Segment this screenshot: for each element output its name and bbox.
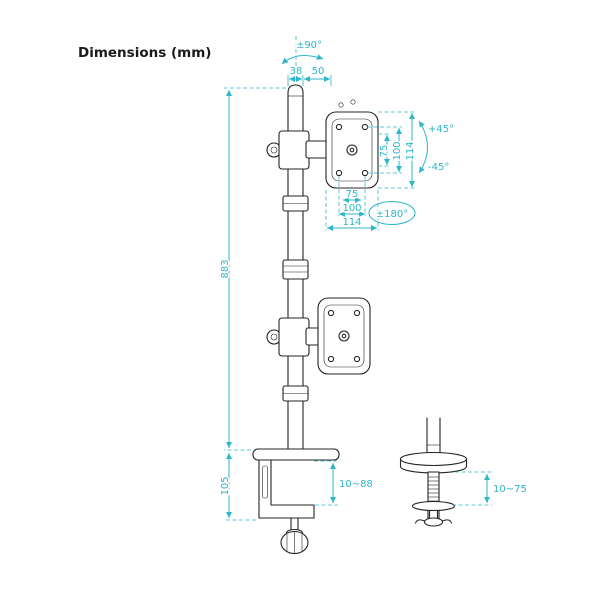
middle-vesa-bracket <box>266 317 323 357</box>
label-bracket-width: 50 <box>312 66 325 77</box>
label-clamp-grip-range: 10~88 <box>339 479 373 490</box>
pole <box>282 84 309 451</box>
label-vesa-width-outer: 100 <box>342 203 361 214</box>
label-vesa-width-inner: 75 <box>346 189 359 200</box>
label-vesa-height-inner: 75 <box>379 145 390 158</box>
top-vesa-plate <box>325 99 379 189</box>
label-pole-height: 883 <box>220 259 231 278</box>
label-grommet-grip-range: 10~75 <box>493 484 527 495</box>
label-plate-width: 114 <box>342 217 361 228</box>
label-rotation-range: ±180° <box>376 209 408 220</box>
label-plate-height: 114 <box>405 141 416 160</box>
dimension-lines <box>224 36 492 521</box>
top-vesa-bracket <box>266 130 329 170</box>
grommet-mount <box>399 417 468 527</box>
label-clamp-height: 105 <box>220 476 231 495</box>
page-title: Dimensions (mm) <box>78 45 211 61</box>
desk-clamp <box>252 448 340 555</box>
middle-vesa-plate <box>317 297 371 375</box>
label-pole-diameter: 38 <box>290 66 303 77</box>
label-swivel-range: ±90° <box>296 40 322 51</box>
label-vesa-height-outer: 100 <box>392 141 403 160</box>
label-tilt-up: +45° <box>428 124 454 135</box>
label-tilt-down: -45° <box>428 162 449 173</box>
